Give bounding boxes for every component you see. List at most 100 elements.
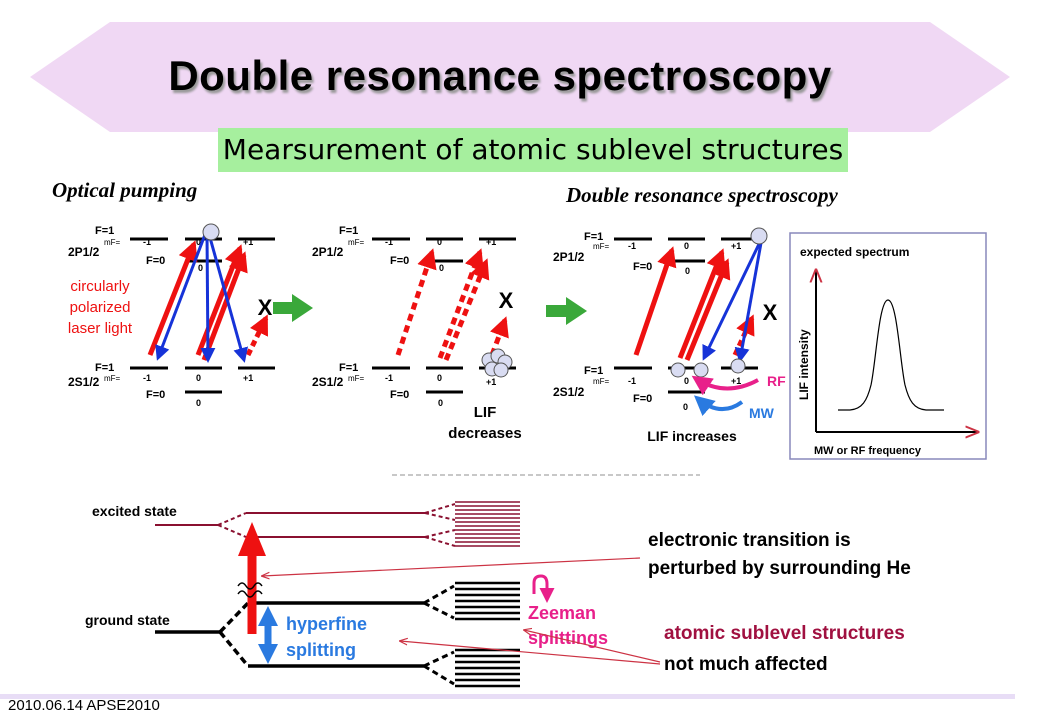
title-banner: [30, 22, 1010, 132]
label-s-state: 2S1/2: [312, 375, 344, 389]
label-f1: F=1: [339, 362, 358, 374]
excited-split: [424, 536, 456, 547]
label-mf: mF=: [593, 242, 610, 251]
subtitle: Mearsurement of atomic sublevel structur…: [218, 128, 848, 172]
atom: [202, 223, 220, 241]
label-m-zero: 0: [437, 237, 442, 247]
next-arrow-icon: [546, 297, 587, 325]
blocked-laser-arrow: [437, 248, 484, 359]
ground-split: [423, 584, 455, 605]
spectrum-title: expected spectrum: [800, 245, 909, 259]
decay-arrow: [200, 232, 216, 363]
zeeman-label-2: splittings: [528, 628, 608, 648]
label-f0: F=0: [633, 261, 652, 273]
blocked-laser-arrow: [245, 314, 269, 357]
laser-label-2: polarized: [70, 299, 131, 316]
ground-zeeman-lines: [455, 581, 520, 688]
ground-split: [423, 650, 455, 668]
label-s-state: 2S1/2: [553, 385, 585, 399]
label-s-state: 2S1/2: [68, 375, 100, 389]
label-m-plus: +1: [243, 237, 253, 247]
label-mf: mF=: [348, 374, 365, 383]
atom: [693, 362, 709, 378]
ground-split: [423, 601, 455, 620]
spectrum-ylabel: LIF intensity: [797, 329, 811, 400]
hyperfine-label-2: splitting: [286, 640, 356, 660]
label-p-state: 2P1/2: [68, 245, 100, 259]
note-sublevel: atomic sublevel structures: [664, 623, 905, 644]
label-m-minus: -1: [143, 237, 151, 247]
ground-split: [423, 664, 455, 686]
decay-arrow: [702, 241, 762, 361]
label-m-minus: -1: [628, 241, 636, 251]
pointer-line: [400, 641, 661, 665]
label-m-minus: -1: [385, 373, 393, 383]
label-m-plus: +1: [243, 373, 253, 383]
laser-arrow: [633, 246, 677, 356]
note-perturbed-1: electronic transition is: [648, 530, 851, 551]
atom: [730, 358, 746, 374]
energy-level-diagram: excited state ground state: [85, 501, 911, 688]
hyperfine-label-1: hyperfine: [286, 614, 367, 634]
label-m-minus: -1: [628, 376, 636, 386]
zeeman-arrow-icon: [532, 574, 555, 603]
excited-split: [424, 512, 456, 521]
rf-transition-arrow: [691, 375, 759, 396]
footer-divider: [0, 694, 1015, 699]
label-f1: F=1: [584, 365, 603, 377]
blocked-mark: X: [499, 288, 514, 313]
mw-label: MW: [749, 405, 775, 421]
blocked-mark: X: [763, 300, 778, 325]
label-f1: F=1: [95, 225, 114, 237]
label-f1: F=1: [584, 231, 603, 243]
label-m-plus: +1: [731, 376, 741, 386]
excited-split: [424, 529, 456, 538]
excited-split: [217, 524, 247, 538]
break-mark-icon: [237, 590, 263, 598]
ground-state-label: ground state: [85, 612, 170, 628]
label-mf: mF=: [348, 238, 365, 247]
laser-arrow: [201, 251, 248, 361]
label-m-zero: 0: [439, 263, 444, 273]
ground-split: [218, 630, 250, 668]
laser-arrow: [195, 244, 244, 356]
excited-split: [217, 512, 247, 526]
label-mf: mF=: [104, 374, 121, 383]
laser-arrow: [684, 258, 731, 361]
blocked-laser-arrow: [443, 258, 490, 361]
laser-arrow: [147, 240, 198, 356]
label-mf: mF=: [593, 377, 610, 386]
label-f0: F=0: [146, 389, 165, 401]
label-m-minus: -1: [385, 237, 393, 247]
laser-label-1: circularly: [70, 278, 130, 295]
hyperfine-arrow-head: [258, 644, 278, 664]
excitation-arrow-head: [238, 522, 266, 556]
blocked-laser-arrow: [395, 248, 437, 356]
decay-arrow: [734, 242, 763, 363]
label-m-zero: 0: [438, 398, 443, 408]
break-mark-icon: [237, 582, 263, 590]
label-f1: F=1: [95, 362, 114, 374]
label-m-zero: 0: [683, 402, 688, 412]
section-optical-pumping: Optical pumping: [52, 178, 198, 202]
note-perturbed-2: perturbed by surrounding He: [648, 558, 911, 579]
atom: [670, 362, 686, 378]
spectrum-xlabel: MW or RF frequency: [814, 445, 922, 457]
label-m-plus: +1: [486, 237, 496, 247]
label-m-zero: 0: [198, 263, 203, 273]
label-f0: F=0: [633, 393, 652, 405]
expected-spectrum-panel: expected spectrum LIF intensity MW or RF…: [789, 232, 987, 460]
footer-text: 2010.06.14 APSE2010: [8, 697, 160, 714]
next-arrow-icon: [273, 294, 313, 322]
label-m-plus: +1: [486, 377, 496, 387]
blocked-laser-arrow: [489, 316, 509, 356]
spectrum-peak: [838, 299, 944, 411]
label-m-minus: -1: [143, 373, 151, 383]
label-m-zero: 0: [685, 266, 690, 276]
rf-label: RF: [767, 373, 786, 389]
blocked-mark: X: [258, 295, 273, 320]
page-title: Double resonance spectroscopy: [168, 52, 832, 99]
label-m-zero: 0: [684, 376, 689, 386]
pointer-line: [262, 557, 641, 576]
